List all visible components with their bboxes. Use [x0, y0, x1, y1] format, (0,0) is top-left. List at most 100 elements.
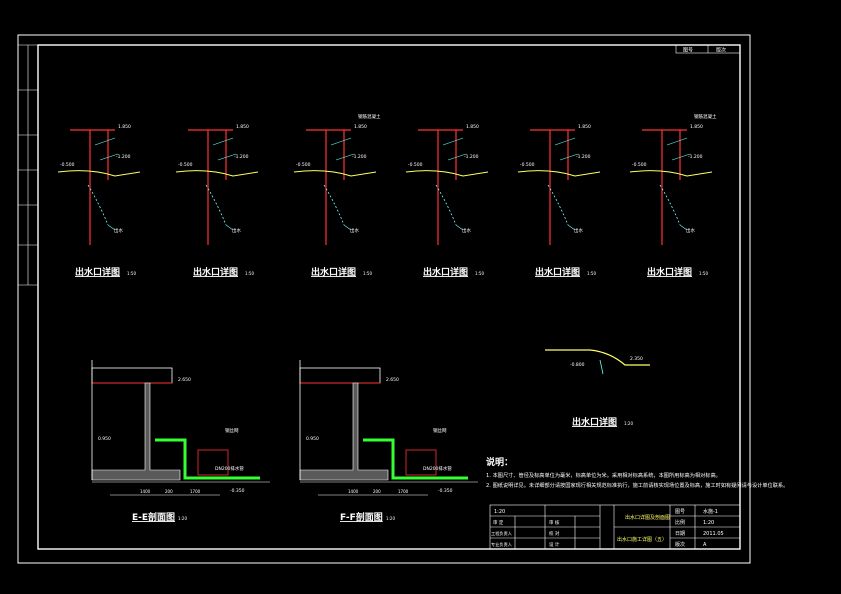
water-line — [629, 170, 713, 177]
leader-lines — [212, 137, 237, 231]
leader-lines — [554, 137, 579, 231]
title-block-drawing-name: 出水口详图及剖面图 — [625, 514, 670, 521]
section-caption: F-F剖面图 — [340, 511, 383, 523]
material-note: 钢丝网 — [433, 427, 447, 434]
note-1: 1. 本图尺寸、管径及标高单位为毫米，标高单位为米。采用相对标高系统，本图所用标… — [486, 471, 721, 479]
wall-outline — [418, 129, 463, 245]
top-title-block: 图号 版次 — [675, 44, 741, 54]
outlet-label: 出水 — [574, 227, 583, 234]
detail-caption: 出水口详图 — [647, 266, 692, 278]
detail-scale: 1:50 — [363, 271, 372, 276]
leader-lines — [666, 137, 691, 231]
drain-pipe — [155, 438, 260, 480]
water-line — [293, 170, 377, 177]
wall-outline — [188, 129, 233, 245]
dim-value: 1700 — [190, 489, 201, 494]
top-slab — [299, 367, 381, 384]
elev-mid: -0.500 — [178, 162, 193, 168]
outlet-label: 出水 — [232, 227, 241, 234]
detail-scale: 1:50 — [475, 271, 484, 276]
wall-section — [299, 382, 389, 481]
dim-value: 200 — [373, 489, 381, 494]
elev-top: 1.850 — [578, 124, 591, 130]
title-block-right-label-1: 图号 — [675, 509, 685, 515]
elev-top: 1.850 — [466, 124, 479, 130]
elev-mid: -0.500 — [408, 162, 423, 168]
title-block-scale: 1:20 — [494, 509, 505, 515]
title-block-sheet-name: 出水口施工详图（五） — [617, 536, 667, 543]
detail-caption: 出水口详图 — [423, 266, 468, 278]
section-scale: 1:20 — [178, 516, 187, 521]
elev-low: -1.200 — [576, 154, 591, 160]
notes-title: 说明： — [486, 456, 513, 468]
outlet-label: 出水 — [114, 227, 123, 234]
leader-lines — [330, 137, 355, 231]
slope-line — [435, 184, 457, 226]
detail-scale: 1:50 — [245, 271, 254, 276]
title-block-row1-b: 审 核 — [549, 519, 560, 526]
slope-line — [205, 184, 227, 226]
title-block-right-value-1: 水施-1 — [703, 508, 718, 515]
note-2: 2. 图纸说明详见。未详细部分请按国家现行相关规范标准执行，施工前请核实现场位置… — [486, 481, 788, 489]
title-block-row2-b: 校 对 — [549, 530, 560, 537]
title-block-right-label-4: 版次 — [675, 541, 685, 548]
elev-mid: -0.500 — [632, 162, 647, 168]
detail-scale: 1:50 — [127, 271, 136, 276]
elev-top: 2.650 — [386, 377, 399, 383]
elev-top: 1.850 — [690, 124, 703, 130]
elev-mid: -0.500 — [296, 162, 311, 168]
material-note: 钢筋混凝土 — [358, 113, 381, 120]
outlet-label: 出水 — [350, 227, 359, 234]
top-block-label-1: 图号 — [683, 48, 693, 54]
single-scale: 1:20 — [624, 421, 633, 426]
notes-block: 说明： 1. 本图尺寸、管径及标高单位为毫米，标高单位为米。采用相对标高系统，本… — [486, 456, 788, 489]
title-block-row1-a: 审 定 — [493, 519, 504, 526]
dim-value: 1700 — [398, 489, 409, 494]
title-block-right-value-2: 1:20 — [703, 520, 714, 526]
elev-low: -1.200 — [116, 154, 131, 160]
detail-scale: 1:50 — [699, 271, 708, 276]
elev-low: -1.200 — [234, 154, 249, 160]
elev-mid: 0.950 — [306, 436, 319, 442]
title-block-right-value-3: 2011.05 — [703, 531, 724, 537]
slope-line — [659, 184, 681, 226]
pipe-label: DN200排水管 — [423, 465, 452, 472]
title-block-right-label-2: 比例 — [675, 519, 685, 526]
section-scale: 1:20 — [386, 516, 395, 521]
outlet-label: 出水 — [462, 227, 471, 234]
dim-value: 1400 — [140, 489, 151, 494]
slope-line — [87, 184, 109, 226]
elev-top: 1.850 — [354, 124, 367, 130]
wall-outline — [642, 129, 687, 245]
leader-lines — [94, 137, 119, 231]
wall-outline — [530, 129, 575, 245]
detail-caption: 出水口详图 — [535, 266, 580, 278]
slope-line — [323, 184, 345, 226]
single-caption: 出水口详图 — [572, 416, 617, 428]
title-block-right-value-4: A — [703, 542, 707, 548]
wall-outline — [306, 129, 351, 245]
outlet-label: 出水 — [686, 227, 695, 234]
elev-low: -1.200 — [688, 154, 703, 160]
outlet-box — [405, 449, 437, 476]
elev-low: -0.350 — [438, 488, 453, 494]
slope-line — [547, 184, 569, 226]
wall-outline — [70, 129, 115, 245]
material-note: 钢筋混凝土 — [694, 113, 717, 120]
water-line — [57, 170, 141, 177]
top-block-label-2: 版次 — [716, 47, 726, 54]
detail-caption: 出水口详图 — [193, 266, 238, 278]
title-block-row2-a: 工程负责人 — [491, 530, 513, 537]
outlet-box — [197, 449, 229, 476]
water-line — [517, 170, 601, 177]
drain-pipe — [363, 438, 468, 480]
